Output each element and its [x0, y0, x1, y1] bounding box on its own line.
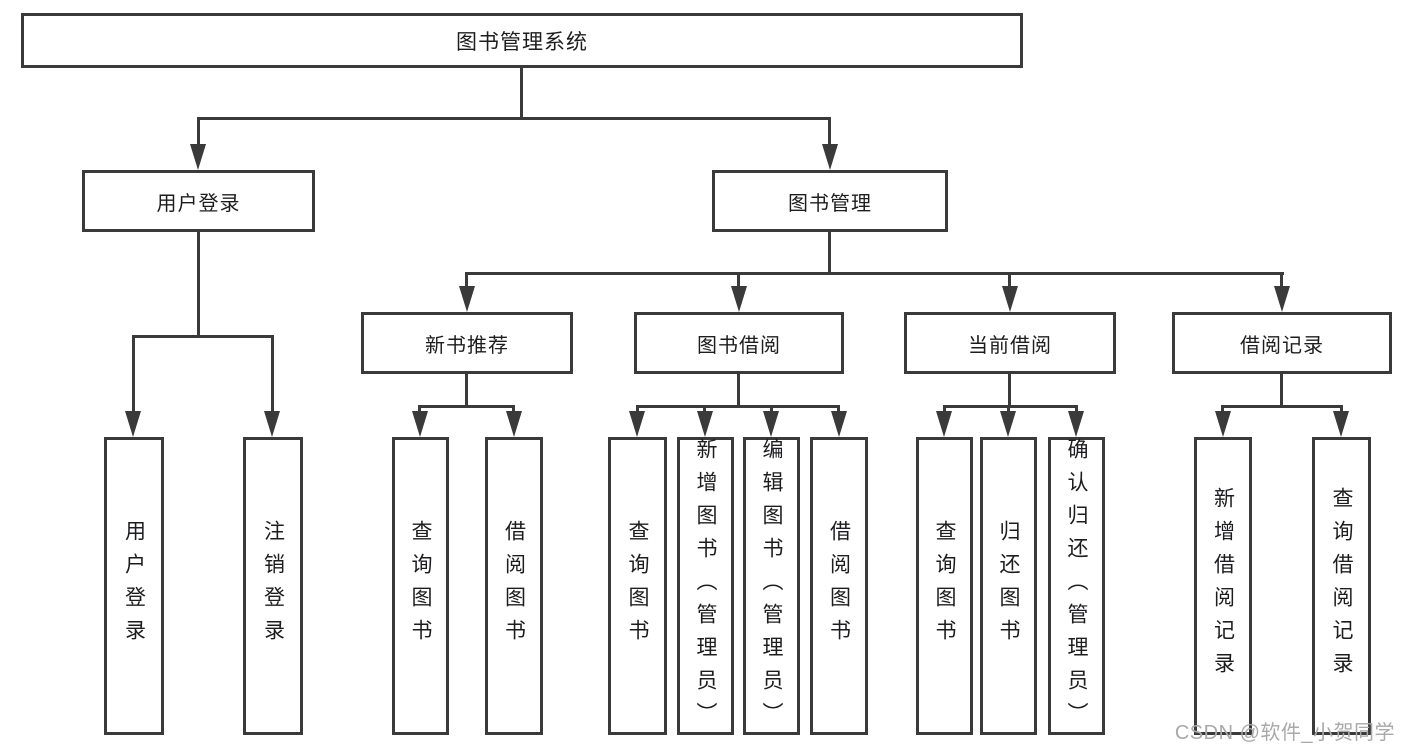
arrow-down-icon: [1333, 411, 1349, 437]
node-label: 图书管理系统: [456, 30, 588, 54]
connector-line: [520, 68, 523, 117]
arrow-down-icon: [822, 144, 838, 170]
node-label: 新增借阅记录: [1211, 487, 1235, 685]
connector-line: [132, 335, 135, 413]
leaf-edit-book-admin: 编辑图书（管理员）: [743, 437, 800, 735]
arrow-down-icon: [1002, 286, 1018, 312]
leaf-query-books-current: 查询图书: [916, 437, 973, 735]
node-book-borrowing: 图书借阅: [634, 312, 844, 374]
leaf-logout-login: 注销登录: [243, 437, 303, 735]
arrow-down-icon: [506, 411, 522, 437]
node-label: 借阅图书: [502, 520, 526, 652]
connector-line: [737, 272, 740, 288]
connector-line: [636, 405, 840, 408]
connector-line: [418, 405, 515, 408]
connector-line: [1280, 272, 1283, 288]
connector-line: [737, 374, 740, 408]
arrow-down-icon: [125, 411, 141, 437]
connector-line: [943, 405, 1078, 408]
node-label: 注销登录: [261, 520, 285, 652]
node-label: 新增图书（管理员）: [694, 437, 717, 735]
node-label: 查询图书: [409, 520, 432, 652]
leaf-confirm-return-admin: 确认归还（管理员）: [1048, 437, 1105, 735]
leaf-user-login: 用户登录: [104, 437, 164, 735]
arrow-down-icon: [629, 411, 645, 437]
arrow-down-icon: [936, 411, 952, 437]
node-label: 图书借阅: [697, 334, 781, 357]
node-new-book-recommend: 新书推荐: [361, 312, 573, 374]
leaf-return-book: 归还图书: [980, 437, 1037, 735]
node-label: 用户登录: [122, 520, 146, 652]
connector-line: [1008, 374, 1011, 408]
node-label: 编辑图书（管理员）: [760, 437, 783, 735]
arrow-down-icon: [459, 286, 475, 312]
arrow-down-icon: [1068, 411, 1084, 437]
arrow-down-icon: [264, 411, 280, 437]
leaf-add-borrow-record: 新增借阅记录: [1194, 437, 1252, 735]
connector-line: [1221, 405, 1343, 408]
node-label: 借阅记录: [1240, 334, 1324, 357]
connector-line: [466, 272, 1284, 275]
leaf-borrow-books-borrowing: 借阅图书: [810, 437, 868, 735]
node-label: 用户登录: [156, 192, 241, 215]
csdn-watermark: CSDN @软件_小贺同学: [1174, 722, 1395, 744]
leaf-borrow-books-newbooks: 借阅图书: [485, 437, 543, 735]
arrow-down-icon: [412, 411, 428, 437]
leaf-add-book-admin: 新增图书（管理员）: [677, 437, 734, 735]
connector-line: [828, 117, 831, 147]
leaf-query-borrow-record: 查询借阅记录: [1312, 437, 1371, 735]
arrow-down-icon: [1215, 411, 1231, 437]
node-library-system: 图书管理系统: [21, 13, 1023, 68]
node-label: 查询借阅记录: [1330, 487, 1353, 685]
connector-line: [197, 117, 831, 120]
node-label: 查询图书: [626, 520, 649, 652]
node-label: 新书推荐: [425, 334, 509, 357]
arrow-down-icon: [763, 411, 779, 437]
connector-line: [132, 335, 274, 338]
arrow-down-icon: [731, 286, 747, 312]
connector-line: [271, 335, 274, 413]
leaf-query-books-borrowing: 查询图书: [608, 437, 667, 735]
connector-line: [197, 232, 200, 335]
arrow-down-icon: [831, 411, 847, 437]
arrow-down-icon: [1274, 286, 1290, 312]
node-label: 确认归还（管理员）: [1065, 437, 1088, 735]
node-borrowing-records: 借阅记录: [1172, 312, 1392, 374]
node-label: 借阅图书: [827, 520, 851, 652]
node-label: 当前借阅: [968, 334, 1052, 357]
connector-line: [828, 232, 831, 275]
node-book-management: 图书管理: [712, 170, 948, 232]
connector-line: [465, 374, 468, 408]
node-label: 归还图书: [997, 520, 1020, 652]
node-label: 查询图书: [933, 520, 956, 652]
connector-line: [1280, 374, 1283, 408]
node-user-login: 用户登录: [82, 170, 315, 232]
leaf-query-books-newbooks: 查询图书: [392, 437, 449, 735]
node-label: 图书管理: [788, 192, 872, 215]
arrow-down-icon: [697, 411, 713, 437]
node-current-borrowing: 当前借阅: [904, 312, 1116, 374]
connector-line: [1008, 272, 1011, 288]
connector-line: [197, 117, 200, 147]
arrow-down-icon: [1000, 411, 1016, 437]
connector-line: [465, 272, 468, 288]
arrow-down-icon: [190, 144, 206, 170]
